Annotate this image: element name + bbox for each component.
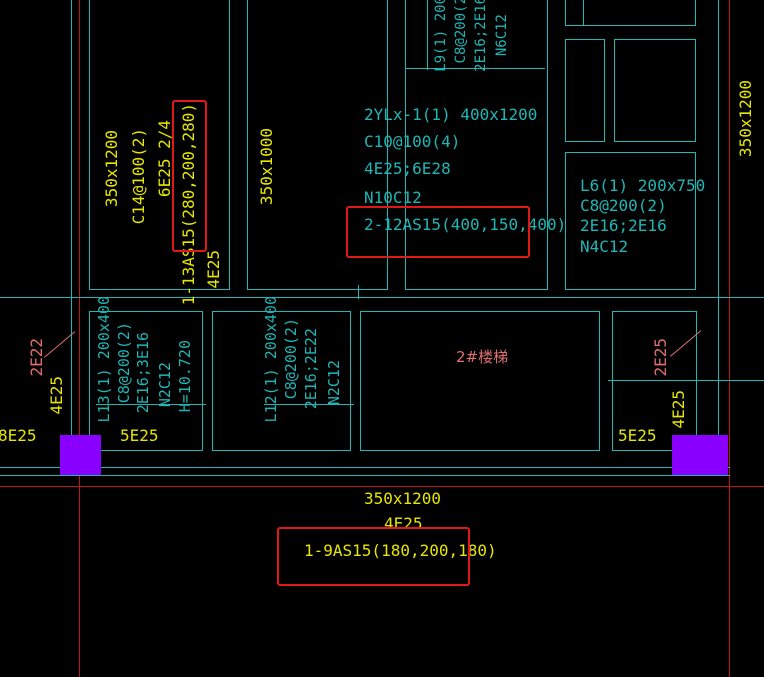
beam-name-label: L12(1) 200x400 [262,296,280,423]
highlight-box [346,206,530,258]
beam-stirrup-label: C8@200(2) [282,318,300,400]
column-block[interactable] [60,435,101,475]
rebar-label: 2E25 [651,338,670,377]
wall-line [0,467,730,468]
dim-line [608,380,764,381]
room-outline [565,39,605,142]
beam-side-bars-label: N6C12 [494,14,510,57]
beam-size-label: 350x1200 [736,80,755,158]
highlight-box [277,527,470,586]
room-outline [565,0,696,26]
highlight-box [172,100,207,252]
beam-name-label: L6(1) 200x750 [580,176,706,195]
room-outline [89,0,230,290]
dim-line [96,404,206,405]
room-outline [565,152,696,290]
beam-bars-label: 2E16;2E22 [302,328,320,410]
axis-line [729,0,730,677]
rebar-label: 5E25 [120,426,159,445]
room-outline [89,311,203,451]
beam-side-bars-label: N10C12 [364,188,422,207]
hanging-rebar-label[interactable]: 1-9AS15(180,200,180) [304,541,497,560]
dim-line [583,0,584,25]
beam-name-label: L13(1) 200x400 [95,296,113,423]
room-outline [360,311,600,451]
beam-side-bars-label: N2C12 [325,360,343,406]
beam-stirrup-label: C10@100(4) [364,132,461,151]
beam-bars-label: 2E16;2E16 [473,0,489,72]
room-outline [247,0,388,290]
beam-size-label: 350x1200 [102,130,121,208]
beam-size-label: 350x1200 [364,489,442,508]
beam-side-bars-label: N4C12 [580,237,629,256]
wall-line [718,0,719,470]
beam-stirrup-label: C14@100(2) [129,128,148,225]
beam-bars-label: 2E16;2E16 [580,216,667,235]
beam-stirrup-label: C8@200(2) [115,322,133,404]
rebar-label: 2E22 [27,338,46,377]
beam-name-label: 2YLx-1(1) 400x1200 [364,105,538,124]
beam-elevation-label: H=10.720 [176,340,194,413]
dim-line [358,285,359,299]
rebar-label: 4E25 [669,390,688,429]
beam-stirrup-label: C8@200(2) [580,196,667,215]
room-label: 2#楼梯 [456,348,509,366]
dim-line [405,68,545,69]
dim-line [427,0,428,70]
room-outline [612,311,697,451]
axis-line [79,0,80,677]
hanging-rebar-label[interactable]: 2-12AS15(400,150,400) [364,215,567,234]
rebar-label: 5E25 [618,426,657,445]
axis-line [0,486,764,487]
beam-stirrup-label: C8@200(2 [453,0,469,64]
rebar-label: 4E25 [47,376,66,415]
wall-line [71,0,72,470]
room-outline [405,0,548,290]
beam-bars-label: 2E16;3E16 [134,332,152,414]
beam-size-label: 350x1000 [257,128,276,206]
column-block[interactable] [672,435,728,475]
beam-bars-label: 4E25;6E28 [364,159,451,178]
beam-side-bars-label: N2C12 [156,362,174,408]
dim-line [264,404,354,405]
rebar-label: 8E25 [0,426,37,445]
wall-line [0,475,730,476]
wall-line [0,297,764,298]
beam-bottom-bars-label: 4E25 [204,250,223,289]
room-outline [614,39,696,142]
room-outline [212,311,351,451]
beam-name-label: L9(1) 200 [433,0,449,72]
